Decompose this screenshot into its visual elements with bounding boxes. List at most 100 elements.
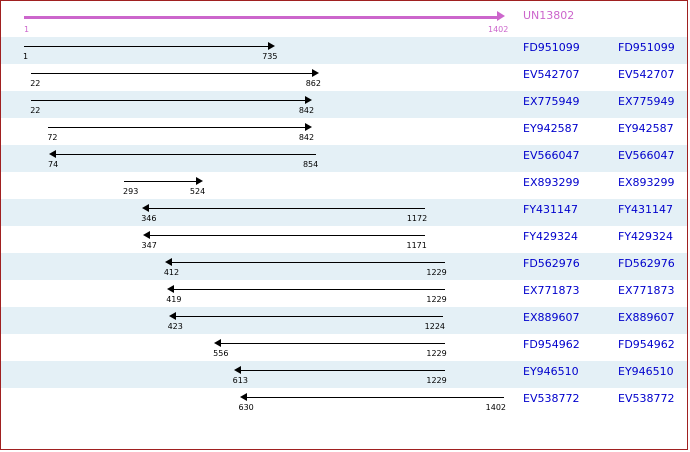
reference-arrowhead-right-icon xyxy=(497,11,505,21)
hit-row[interactable]: 22 842 EX775949 EX775949 xyxy=(1,91,687,118)
hit-row[interactable]: 346 1172 FY431147 FY431147 xyxy=(1,199,687,226)
hit-row[interactable]: 1 735 FD951099 FD951099 xyxy=(1,37,687,64)
hsp-start-coord: 419 xyxy=(166,295,182,304)
hit-accession-description[interactable]: FD951099 xyxy=(618,41,675,54)
arrowhead-right-icon xyxy=(311,69,319,77)
hit-accession-description[interactable]: EX771873 xyxy=(618,284,675,297)
hsp-alignment-line xyxy=(239,370,445,371)
hit-accession-description[interactable]: FD954962 xyxy=(618,338,675,351)
hit-accession-link[interactable]: FD562976 xyxy=(523,257,580,270)
hit-accession-link[interactable]: EV538772 xyxy=(523,392,580,405)
hit-accession-description[interactable]: EX889607 xyxy=(618,311,675,324)
arrowhead-left-icon xyxy=(142,204,150,212)
reference-end-coord: 1402 xyxy=(488,25,509,34)
hit-accession-link[interactable]: EX889607 xyxy=(523,311,580,324)
hsp-alignment-line xyxy=(170,262,445,263)
hit-accession-description[interactable]: FD562976 xyxy=(618,257,675,270)
hsp-alignment-line xyxy=(31,73,313,74)
hsp-alignment-line xyxy=(245,397,504,398)
hsp-end-coord: 842 xyxy=(298,133,315,142)
hsp-end-coord: 1229 xyxy=(426,376,447,385)
hsp-end-coord: 854 xyxy=(302,160,319,169)
hsp-alignment-line xyxy=(31,100,307,101)
hsp-end-coord: 1402 xyxy=(485,403,506,412)
hit-row[interactable]: 293 524 EX893299 EX893299 xyxy=(1,172,687,199)
arrowhead-right-icon xyxy=(305,96,313,104)
arrowhead-right-icon xyxy=(305,123,313,131)
hsp-start-coord: 22 xyxy=(30,106,41,115)
arrowhead-left-icon xyxy=(168,312,176,320)
hsp-start-coord: 346 xyxy=(141,214,157,223)
hit-rows-container: 1 735 FD951099 FD951099 22 862 EV542707 EV54270… xyxy=(1,37,687,415)
hit-row[interactable]: 419 1229 EX771873 EX771873 xyxy=(1,280,687,307)
hit-accession-link[interactable]: EY942587 xyxy=(523,122,579,135)
hsp-end-coord: 1229 xyxy=(426,268,447,277)
hit-row[interactable]: 22 862 EV542707 EV542707 xyxy=(1,64,687,91)
hsp-alignment-line xyxy=(148,208,426,209)
hsp-alignment-line xyxy=(24,46,270,47)
hsp-end-coord: 1172 xyxy=(406,214,428,223)
hit-row[interactable]: 72 842 EY942587 EY942587 xyxy=(1,118,687,145)
arrowhead-right-icon xyxy=(268,42,276,50)
hit-accession-link[interactable]: EX893299 xyxy=(523,176,580,189)
arrowhead-right-icon xyxy=(196,177,204,185)
arrowhead-left-icon xyxy=(167,285,175,293)
hit-accession-link[interactable]: FY429324 xyxy=(523,230,579,243)
reference-track: UN13802 1 1402 xyxy=(1,1,687,37)
hit-accession-description[interactable]: FY429324 xyxy=(618,230,674,243)
reference-start-coord: 1 xyxy=(24,25,30,34)
hit-accession-description[interactable]: EX775949 xyxy=(618,95,675,108)
arrowhead-left-icon xyxy=(239,393,247,401)
hit-row[interactable]: 613 1229 EY946510 EY946510 xyxy=(1,361,687,388)
hit-accession-description[interactable]: EV538772 xyxy=(618,392,675,405)
hit-accession-link[interactable]: EY946510 xyxy=(523,365,579,378)
hit-accession-description[interactable]: EV542707 xyxy=(618,68,675,81)
hsp-end-coord: 842 xyxy=(298,106,315,115)
hit-row[interactable]: 556 1229 FD954962 FD954962 xyxy=(1,334,687,361)
hit-accession-link[interactable]: FY431147 xyxy=(523,203,579,216)
hit-accession-link[interactable]: FD951099 xyxy=(523,41,580,54)
hit-row[interactable]: 630 1402 EV538772 EV538772 xyxy=(1,388,687,415)
hit-accession-description[interactable]: FY431147 xyxy=(618,203,674,216)
hit-accession-description[interactable]: EV566047 xyxy=(618,149,675,162)
hit-accession-link[interactable]: EV542707 xyxy=(523,68,580,81)
hsp-end-coord: 1229 xyxy=(426,349,447,358)
hsp-alignment-line xyxy=(124,181,198,182)
hsp-start-coord: 1 xyxy=(23,52,29,61)
hsp-start-coord: 347 xyxy=(141,241,157,250)
arrowhead-left-icon xyxy=(49,150,56,158)
hit-accession-link[interactable]: EX771873 xyxy=(523,284,580,297)
reference-bar xyxy=(24,16,498,19)
hit-accession-description[interactable]: EY946510 xyxy=(618,365,674,378)
hit-accession-link[interactable]: FD954962 xyxy=(523,338,580,351)
hsp-start-coord: 556 xyxy=(213,349,229,358)
hit-row[interactable]: 347 1171 FY429324 FY429324 xyxy=(1,226,687,253)
reference-accession-label: UN13802 xyxy=(523,9,575,22)
hsp-start-coord: 22 xyxy=(30,79,41,88)
hsp-alignment-line xyxy=(220,343,445,344)
hsp-start-coord: 630 xyxy=(238,403,254,412)
hsp-end-coord: 524 xyxy=(189,187,206,196)
arrowhead-left-icon xyxy=(142,231,150,239)
hsp-end-coord: 735 xyxy=(262,52,278,61)
hsp-start-coord: 72 xyxy=(47,133,58,142)
hsp-end-coord: 1171 xyxy=(406,241,427,250)
hit-accession-description[interactable]: EY942587 xyxy=(618,122,674,135)
hsp-start-coord: 293 xyxy=(123,187,139,196)
hit-accession-link[interactable]: EX775949 xyxy=(523,95,580,108)
hsp-start-coord: 423 xyxy=(167,322,183,331)
hit-accession-description[interactable]: EX893299 xyxy=(618,176,675,189)
hsp-end-coord: 862 xyxy=(305,79,321,88)
hsp-alignment-line xyxy=(148,235,425,236)
hsp-alignment-line xyxy=(48,127,307,128)
hsp-end-coord: 1229 xyxy=(426,295,447,304)
hsp-alignment-line xyxy=(55,154,317,155)
arrowhead-left-icon xyxy=(214,339,222,347)
hit-accession-link[interactable]: EV566047 xyxy=(523,149,580,162)
hsp-start-coord: 613 xyxy=(232,376,248,385)
arrowhead-left-icon xyxy=(233,366,241,374)
